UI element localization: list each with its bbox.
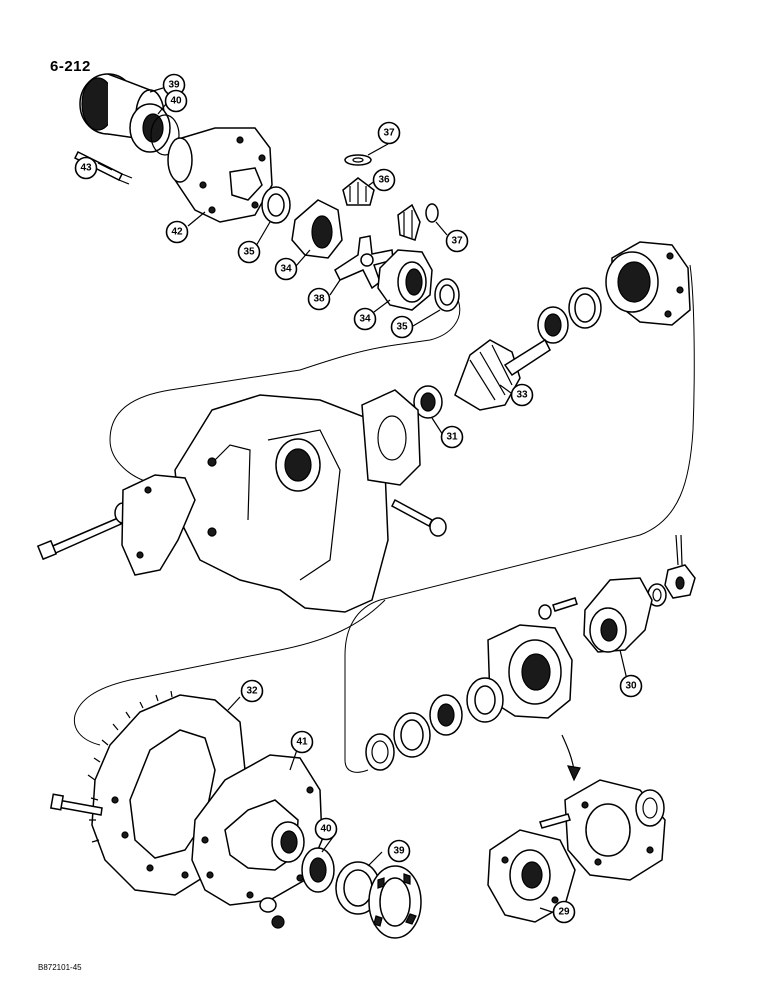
group-boundary-line-upper [109, 299, 461, 486]
side-gear-34-lower [377, 249, 433, 311]
direction-arrow [561, 734, 575, 771]
alternate-flange-seal [635, 789, 665, 827]
bearing-31 [413, 385, 443, 419]
side-gear-34-upper [291, 199, 343, 259]
adjusting-nut [368, 865, 422, 939]
bearing-cone-40-upper [129, 103, 180, 156]
companion-flange-29 [487, 829, 576, 923]
differential-case-half-42 [167, 127, 273, 223]
thrust-washer-35-lower [434, 278, 460, 312]
spider-38 [334, 235, 394, 290]
thrust-washer-37-right [425, 203, 439, 223]
castle-nut [664, 564, 696, 599]
small-bolt [538, 597, 578, 620]
bearing-cone-pinion-inner [429, 694, 463, 736]
lock-nut-lower [259, 897, 285, 929]
cotter-pin [675, 534, 683, 566]
bearing-cone-pinion-outer [537, 306, 569, 344]
yoke-30 [583, 577, 653, 653]
direction-arrowhead [567, 765, 581, 782]
axle-housing [174, 389, 421, 613]
page-number: 6-212 [50, 58, 91, 75]
thrust-washer-37-upper [344, 154, 372, 166]
housing-cap-plate [121, 474, 196, 576]
pinion-gear-36-right [397, 203, 421, 241]
ring-gear-bolt [49, 793, 103, 816]
figure-id: B872101-45 [38, 963, 82, 972]
bearing-cone-40-lower [301, 847, 335, 893]
drive-pinion-33 [454, 338, 551, 411]
pinion-gear-36-upper [342, 177, 375, 206]
bolt-43 [73, 150, 133, 185]
housing-stud-right [391, 498, 447, 537]
spacer-ring [365, 733, 395, 771]
thrust-washer-35-upper [261, 186, 291, 224]
alternate-flange-bolt [539, 813, 571, 829]
retainer-flange [487, 624, 573, 719]
group-boundary-line-lower [73, 599, 386, 746]
group-boundary-line-right [344, 264, 695, 773]
oil-seal-pinion [466, 677, 504, 723]
bearing-cup-pinion-inner [393, 712, 431, 758]
housing-bolt-left [36, 502, 132, 561]
bearing-cup-pinion-outer [568, 287, 602, 329]
pinion-housing-flange [605, 241, 691, 326]
differential-case-half-41 [191, 754, 323, 906]
